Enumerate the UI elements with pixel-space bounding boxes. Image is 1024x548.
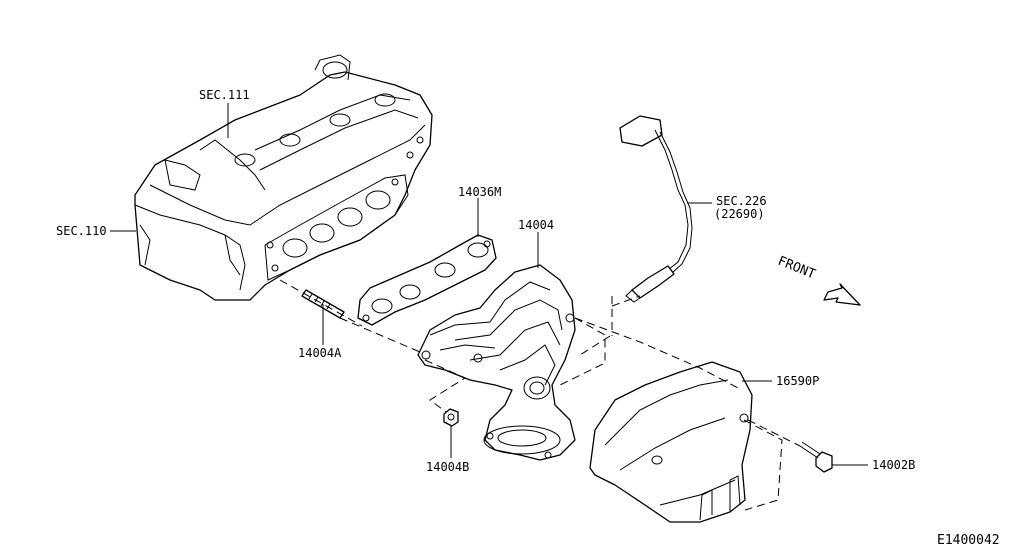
oxygen-sensor [619, 115, 693, 303]
diagram-id: E1400042 [937, 533, 1000, 548]
leader-lines [110, 103, 868, 466]
label-14036m: 14036M [458, 185, 501, 199]
cylinder-head [134, 54, 433, 301]
front-direction-arrow [823, 283, 861, 306]
exhaust-gasket [357, 234, 497, 326]
manifold-nut [443, 408, 459, 427]
assembly-lines [279, 279, 801, 511]
label-front: FRONT [776, 254, 818, 283]
label-14004a: 14004A [298, 346, 342, 360]
label-sec111: SEC.111 [199, 88, 250, 102]
label-sec110: SEC.110 [56, 224, 107, 238]
heat-insulator [589, 361, 753, 523]
insulator-bolt [799, 441, 833, 473]
exhaust-manifold [417, 264, 576, 461]
label-14004b: 14004B [426, 460, 469, 474]
label-sec226-sub: (22690) [714, 207, 765, 221]
label-14002b: 14002B [872, 458, 915, 472]
label-sec226: SEC.226 [716, 194, 767, 208]
label-14004: 14004 [518, 218, 554, 232]
label-16590p: 16590P [776, 374, 819, 388]
